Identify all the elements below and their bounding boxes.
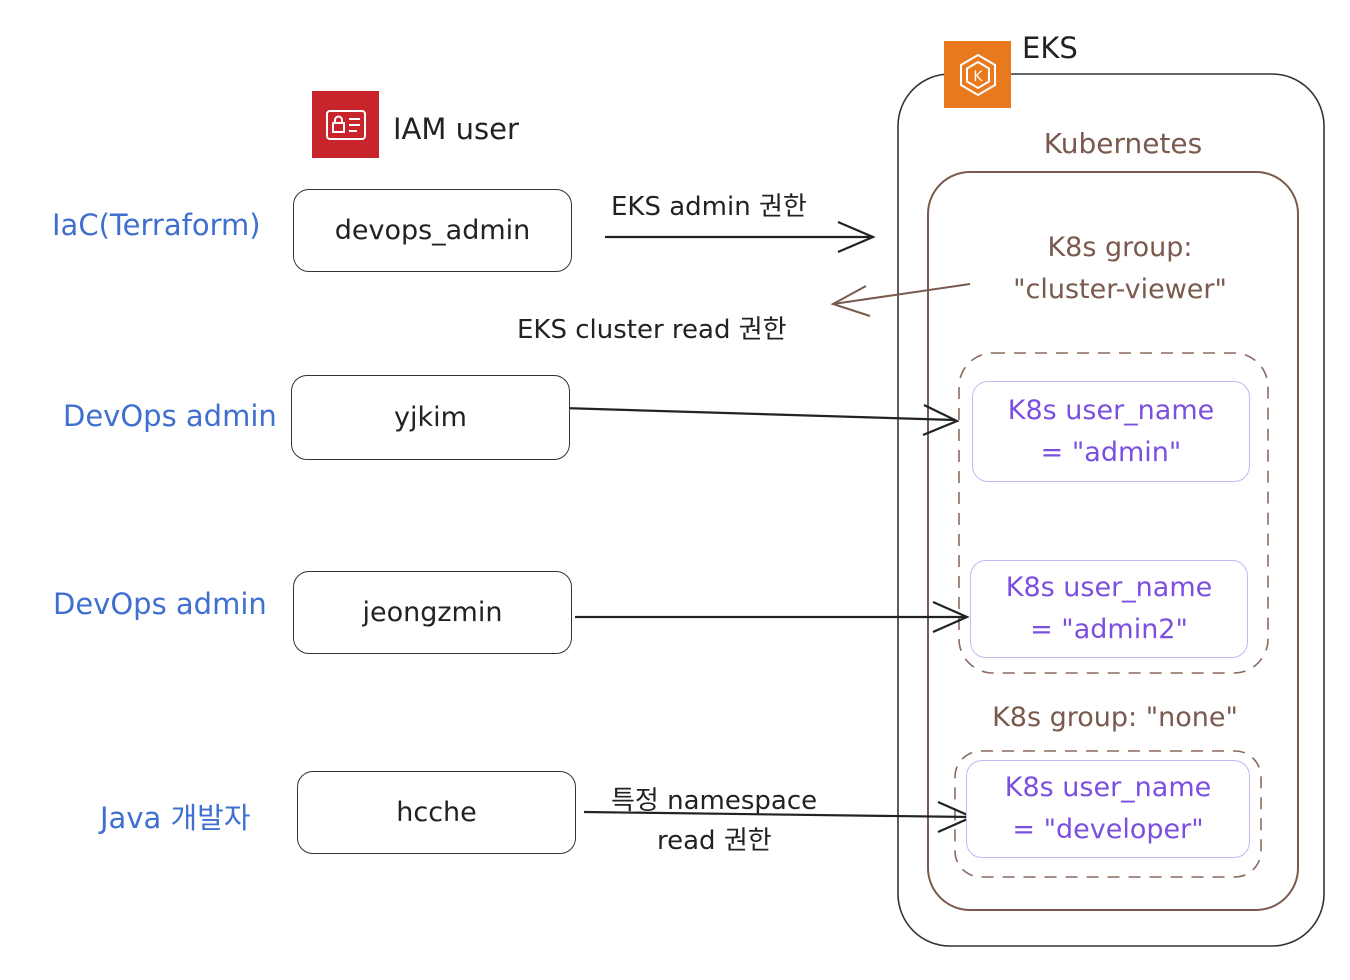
kubernetes-label: Kubernetes [1043,127,1203,160]
k8s-group-none: K8s group: "none" [992,702,1238,733]
k8s-user-admin-line1: K8s user_name [1007,394,1215,426]
eks-container [897,73,1325,947]
iam-user-jeongzmin: jeongzmin [293,571,572,654]
iam-user-hcche: hcche [297,771,576,854]
kubernetes-container [927,171,1299,911]
iam-user-yjkim: yjkim [291,375,570,460]
k8s-user-developer-line2: = "developer" [1012,814,1204,845]
k8s-user-admin-line2: = "admin" [1040,436,1182,468]
iam-user-label: IAM user [393,112,519,146]
svg-text:K: K [973,69,983,85]
iam-user-icon [312,91,379,158]
arrow-yjkim [561,406,956,422]
iam-user-devops-admin: devops_admin [293,189,572,272]
edge-label-cluster-read: EKS cluster read 권한 [517,315,787,345]
edge-label-admin: EKS admin 권한 [611,192,807,222]
k8s-user-admin2: K8s user_name = "admin2" [970,560,1248,658]
role-label-devops-2: DevOps admin [53,587,267,621]
role-label-iac: IaC(Terraform) [52,208,261,242]
role-label-devops-1: DevOps admin [63,399,277,433]
eks-label: EKS [1022,31,1078,65]
k8s-user-developer-line1: K8s user_name [1004,772,1212,804]
eks-icon: K [944,41,1011,108]
none-group-dashed [954,750,1262,878]
k8s-user-admin2-line2: = "admin2" [1030,614,1188,645]
arrow-cluster-read [832,283,971,305]
k8s-user-developer: K8s user_name = "developer" [966,760,1250,858]
edge-label-ns-line2: read 권한 [657,826,772,856]
edge-label-ns-line1: 특정 namespace [611,786,818,816]
k8s-user-admin: K8s user_name = "admin" [972,381,1250,482]
admin-group-dashed [958,352,1269,674]
arrow-hcche [583,810,971,819]
k8s-group-viewer-line2: "cluster-viewer" [1013,274,1227,305]
role-label-java: Java 개발자 [100,801,251,835]
k8s-user-admin2-line1: K8s user_name [1005,572,1213,604]
k8s-group-viewer-line1: K8s group: [1047,232,1193,263]
